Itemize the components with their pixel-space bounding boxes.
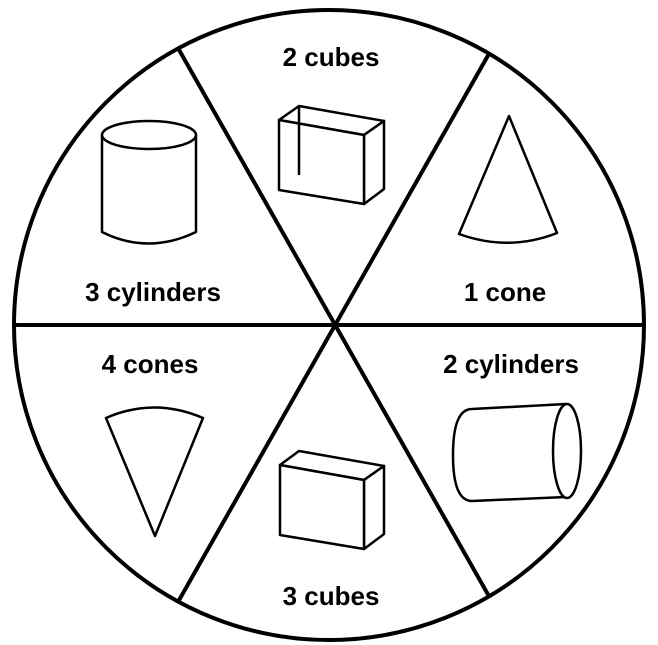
- section-label: 2 cylinders: [443, 349, 579, 379]
- cylinder-icon: [453, 404, 581, 501]
- cylinder-icon: [102, 121, 196, 244]
- section-3-cubes: 3 cubes: [280, 451, 384, 611]
- section-label: 3 cubes: [283, 581, 380, 611]
- section-2-cylinders: 2 cylinders: [443, 349, 581, 501]
- section-label: 3 cylinders: [85, 277, 221, 307]
- section-label: 1 cone: [464, 277, 546, 307]
- section-label: 2 cubes: [283, 42, 380, 72]
- cube-icon: [279, 106, 384, 204]
- section-2-cubes: 2 cubes: [279, 42, 384, 204]
- cube-icon: [280, 451, 384, 549]
- section-label: 4 cones: [102, 349, 199, 379]
